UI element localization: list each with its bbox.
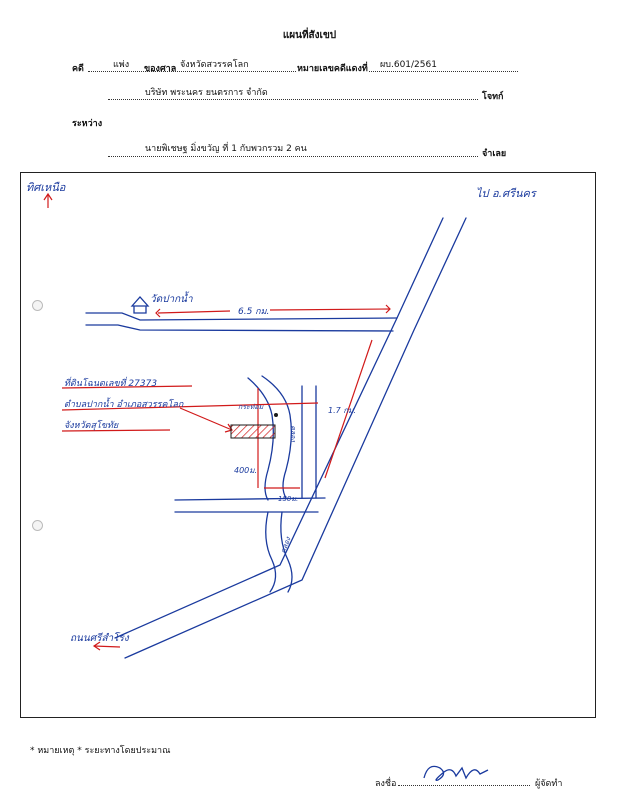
land-pointer xyxy=(179,407,233,431)
pavilion-marker xyxy=(274,413,278,417)
dist-main-label: 6.5 กม. xyxy=(238,307,270,317)
temple-road-bottom xyxy=(85,324,394,332)
lower-road-top xyxy=(174,497,326,501)
black-case-label: หมายเลขคดีแดงที่ xyxy=(297,61,368,75)
plaintiff-name: บริษัท พระนคร ยนตรการ จำกัด xyxy=(145,88,268,98)
land-subdistrict-line: ตำบลปากน้ำ อำเภอสวรรคโลก xyxy=(64,400,184,410)
south-arrow xyxy=(93,645,121,648)
dist-main-arrow-right xyxy=(269,308,391,311)
signature-line xyxy=(398,774,530,786)
punch-hole xyxy=(32,300,43,311)
canal-label-upper: คลอง xyxy=(288,425,297,442)
north-arrow-icon xyxy=(43,192,53,201)
canal-lower-left xyxy=(265,511,277,593)
court-label: ของศาล xyxy=(144,64,177,74)
land-description: ที่ดินโฉนดเลขที่ 27373 ตำบลปากน้ำ อำเภอส… xyxy=(64,374,183,437)
court-name: จังหวัดสวรรคโลก xyxy=(180,60,249,70)
signature-label: ลงชื่อ xyxy=(375,779,397,789)
dist-main-arrow-left xyxy=(157,310,231,314)
defendant-line xyxy=(108,145,478,157)
map-frame xyxy=(20,172,596,718)
main-road-edge-left xyxy=(114,217,444,639)
defendant-label: จำเลย xyxy=(482,149,507,159)
page-title: แผนที่สังเขป xyxy=(282,30,337,41)
case-label: คดี xyxy=(72,64,84,74)
plaintiff-line xyxy=(108,88,478,100)
defendant-name: นายพิเชษฐ มิ่งขวัญ ที่ 1 กับพวกรวม 2 คน xyxy=(145,144,307,154)
canal-lower-right xyxy=(280,511,293,593)
south-road-label: ถนนศรีสำโรง xyxy=(70,633,129,644)
land-province-line: จังหวัดสุโขทัย xyxy=(64,421,119,431)
north-label: ทิศเหนือ xyxy=(26,181,66,194)
case-type: แพ่ง xyxy=(113,60,130,70)
main-road-edge-right xyxy=(124,217,467,659)
dist-side-label: 1.7 กม. xyxy=(328,406,356,415)
destination-label: ไป อ.ศรีนคร xyxy=(476,187,536,200)
temple-road-top xyxy=(85,312,398,321)
land-title-line: ที่ดินโฉนดเลขที่ 27373 xyxy=(64,379,158,389)
dist-400-label: 400ม. xyxy=(234,466,258,475)
canal-upper-right xyxy=(261,375,292,499)
signature-image xyxy=(423,765,489,781)
dist-side-line xyxy=(324,339,373,479)
canal-upper-left xyxy=(247,377,274,501)
plaintiff-label: โจทก์ xyxy=(482,92,504,102)
land-parcel xyxy=(230,424,276,439)
black-case-number: ผบ.601/2561 xyxy=(380,60,437,70)
dist-150-label: 150ม. xyxy=(278,495,299,503)
footnote: * หมายเหตุ * ระยะทางโดยประมาณ xyxy=(30,746,171,756)
temple-label: วัดปากน้ำ xyxy=(150,294,193,305)
pavilion-label: กระท่อม xyxy=(238,403,264,411)
punch-hole xyxy=(32,520,43,531)
between-label: ระหว่าง xyxy=(72,119,103,129)
temple-icon xyxy=(130,296,150,314)
signer-role: ผู้จัดทำ xyxy=(535,779,563,789)
